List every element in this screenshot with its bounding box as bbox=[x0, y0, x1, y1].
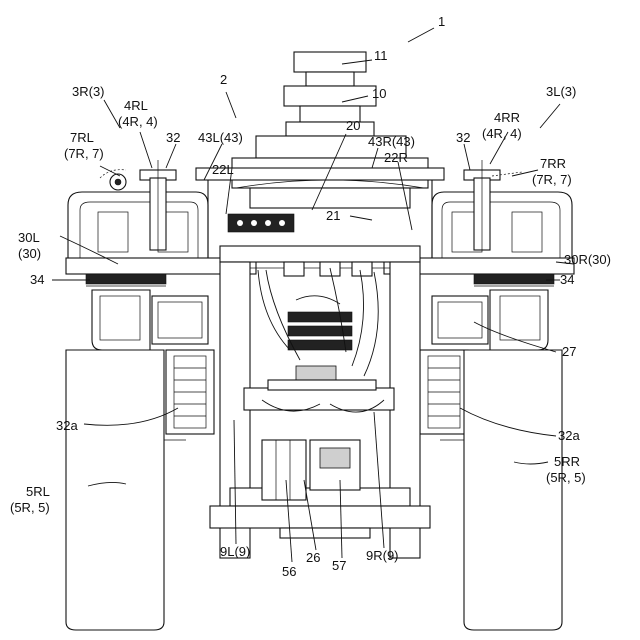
label-7rl-a: 7RL bbox=[70, 130, 94, 145]
label-7rl-b: (7R, 7) bbox=[64, 146, 104, 161]
label-7rr-b: (7R, 7) bbox=[532, 172, 572, 187]
label-57: 57 bbox=[332, 558, 346, 573]
label-9r: 9R(9) bbox=[366, 548, 399, 563]
label-5rl-a: 5RL bbox=[26, 484, 50, 499]
label-32a-left: 32a bbox=[56, 418, 78, 433]
label-3l: 3L(3) bbox=[546, 84, 576, 99]
label-30l-a: 30L bbox=[18, 230, 40, 245]
mast-column bbox=[232, 52, 428, 208]
label-32-right: 32 bbox=[456, 130, 470, 145]
label-22l: 22L bbox=[212, 162, 234, 177]
label-30r: 30R(30) bbox=[564, 252, 611, 267]
label-7rr-a: 7RR bbox=[540, 156, 566, 171]
label-1: 1 bbox=[438, 14, 445, 29]
right-vent-block bbox=[420, 350, 468, 434]
label-32a-right: 32a bbox=[558, 428, 580, 443]
control-module bbox=[228, 214, 294, 232]
label-27: 27 bbox=[562, 344, 576, 359]
right-cylinder bbox=[464, 160, 522, 250]
label-5rl-b: (5R, 5) bbox=[10, 500, 50, 515]
label-10: 10 bbox=[372, 86, 386, 101]
label-43r: 43R(43) bbox=[368, 134, 415, 149]
label-4rl-a: 4RL bbox=[124, 98, 148, 113]
central-frame bbox=[210, 262, 430, 558]
label-22r: 22R bbox=[384, 150, 408, 165]
label-5rr-a: 5RR bbox=[554, 454, 580, 469]
label-20: 20 bbox=[346, 118, 360, 133]
label-56: 56 bbox=[282, 564, 296, 579]
left-cylinder bbox=[100, 160, 176, 250]
label-21: 21 bbox=[326, 208, 340, 223]
label-4rr-b: (4R, 4) bbox=[482, 126, 522, 141]
label-5rr-b: (5R, 5) bbox=[546, 470, 586, 485]
label-3r: 3R(3) bbox=[72, 84, 105, 99]
label-30l-b: (30) bbox=[18, 246, 41, 261]
left-wheel-housing bbox=[92, 290, 208, 350]
hydraulic-valves bbox=[268, 262, 376, 390]
left-vent-block bbox=[166, 350, 214, 434]
label-4rl-b: (4R, 4) bbox=[118, 114, 158, 129]
label-2: 2 bbox=[220, 72, 227, 87]
label-43l: 43L(43) bbox=[198, 130, 243, 145]
label-4rr-a: 4RR bbox=[494, 110, 520, 125]
label-34-right: 34 bbox=[560, 272, 574, 287]
label-9l: 9L(9) bbox=[220, 544, 250, 559]
label-34-left: 34 bbox=[30, 272, 44, 287]
label-26: 26 bbox=[306, 550, 320, 565]
right-wheel-housing bbox=[432, 290, 548, 350]
label-32-left: 32 bbox=[166, 130, 180, 145]
label-11: 11 bbox=[374, 48, 388, 63]
